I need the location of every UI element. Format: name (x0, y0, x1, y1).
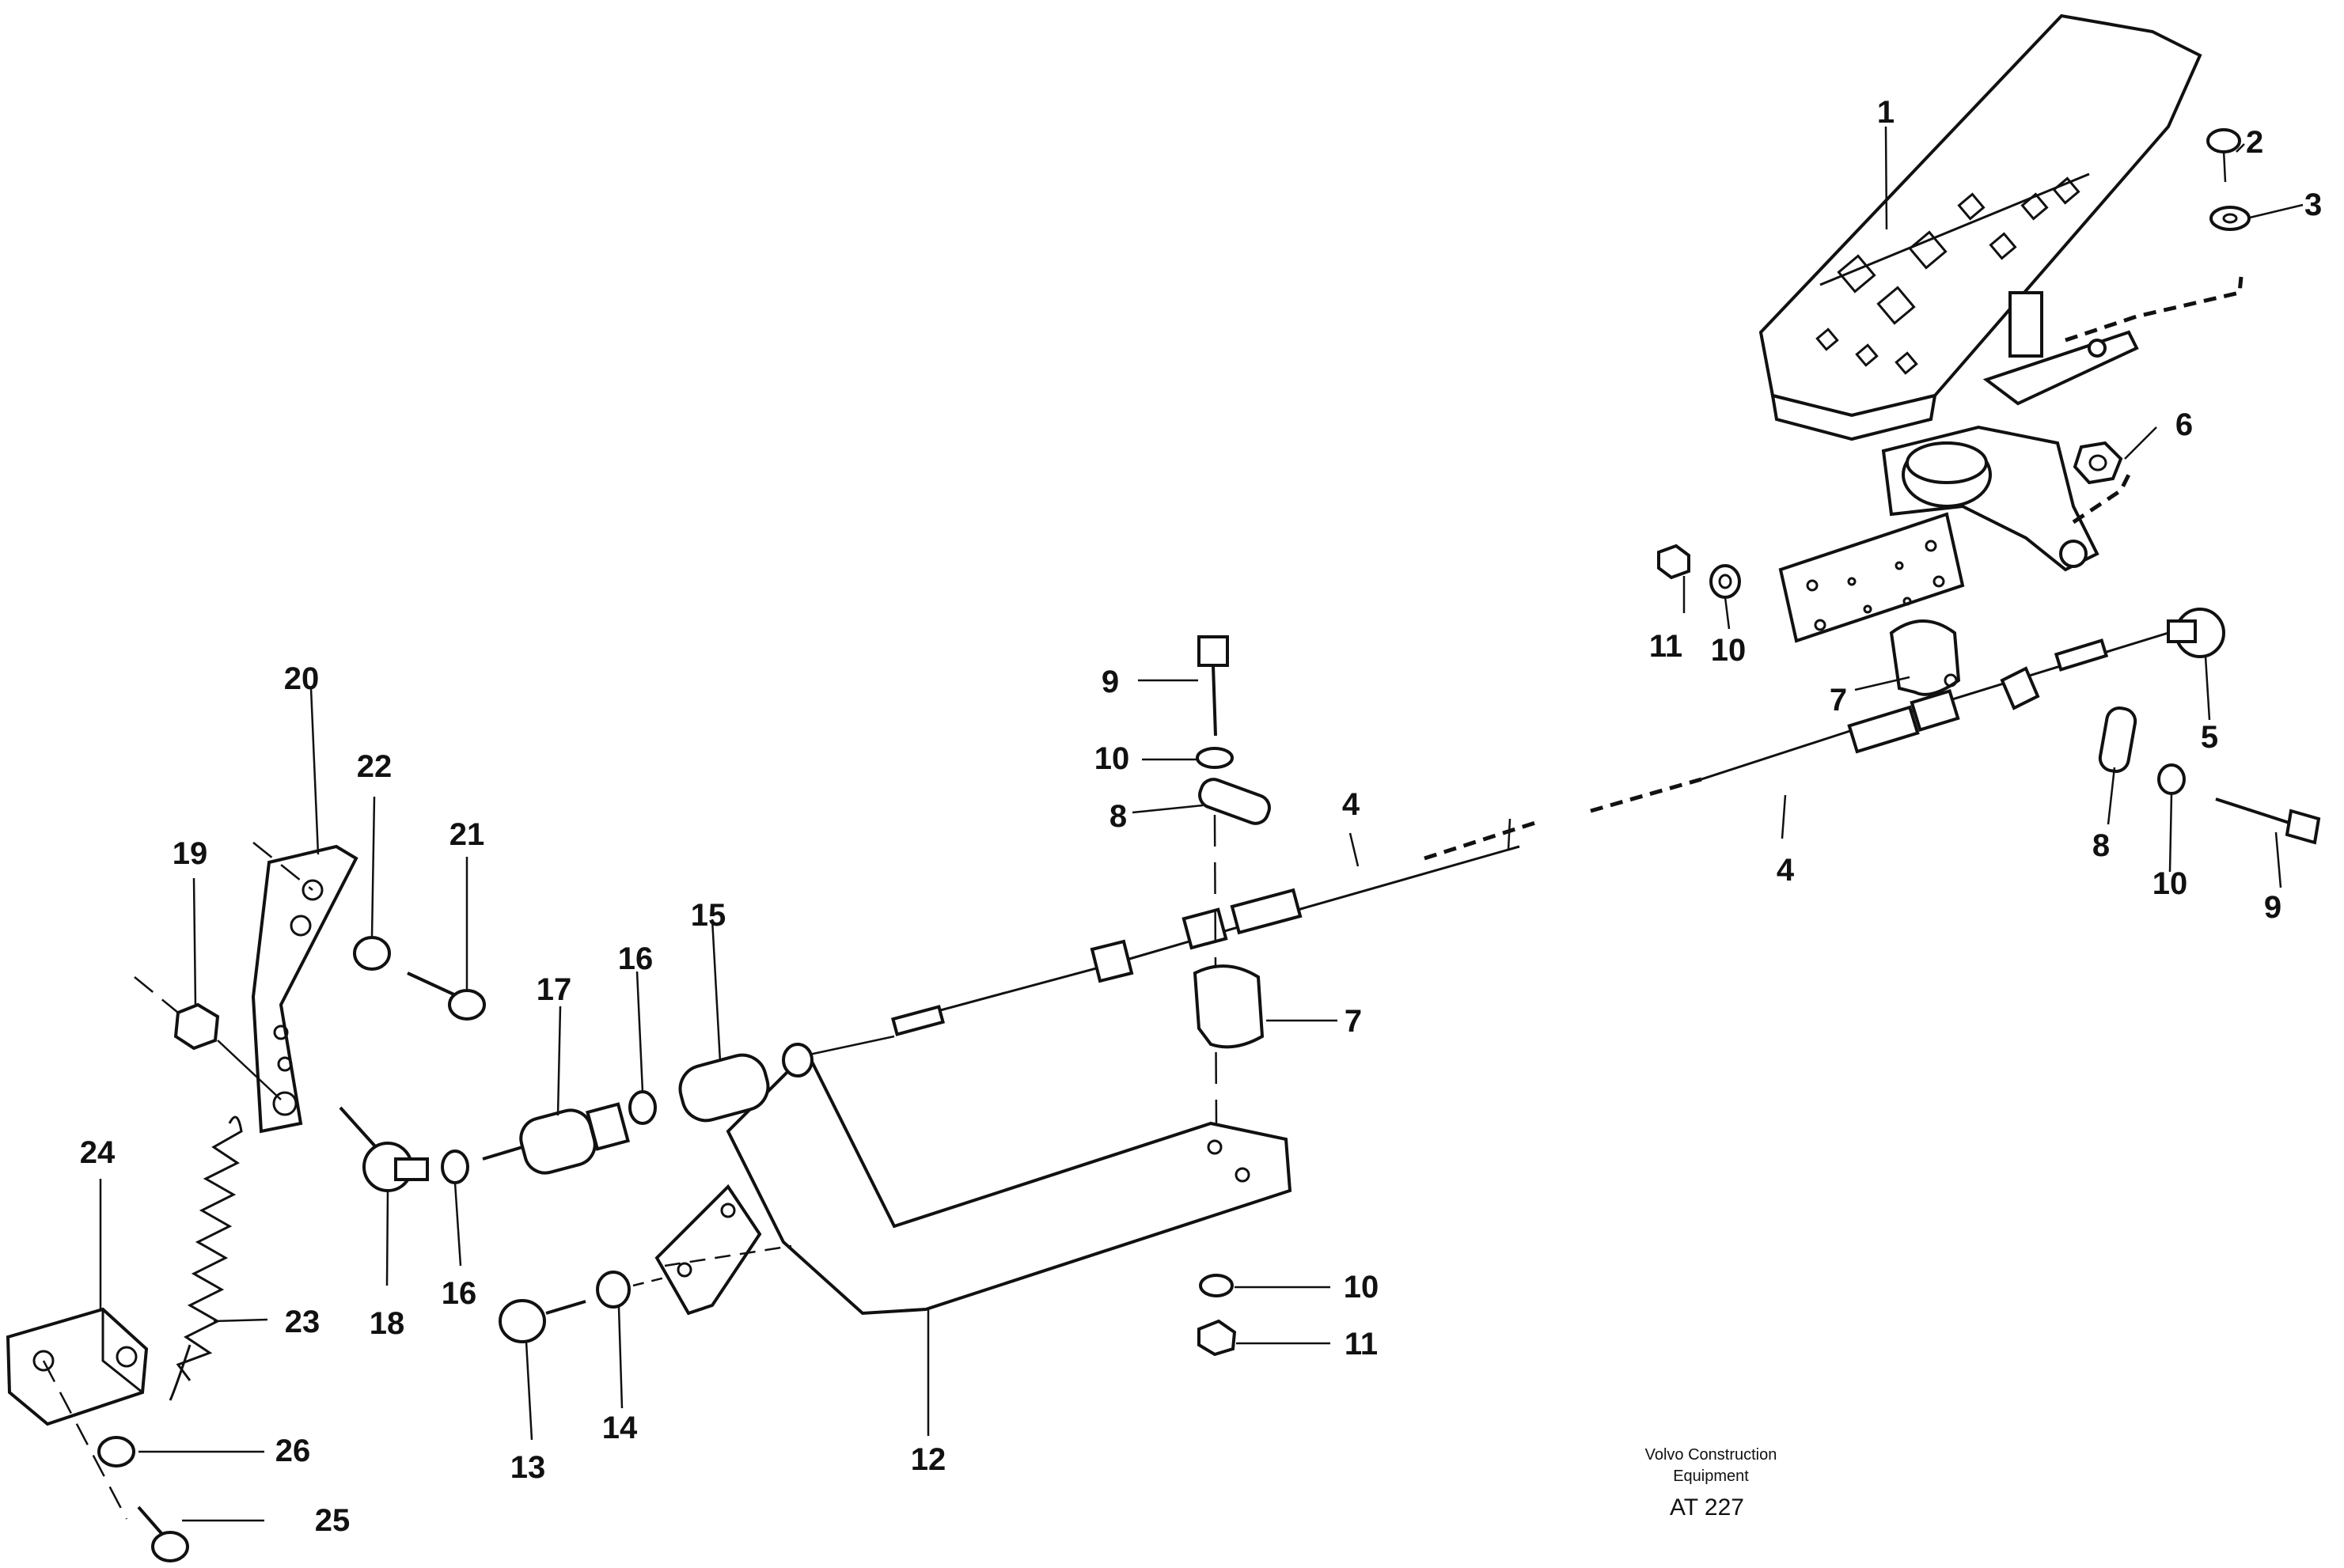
left-assembly (6, 842, 814, 1562)
callout-7-right: 7 (1830, 683, 1847, 718)
callout-25: 25 (315, 1503, 351, 1538)
callout-5: 5 (2201, 720, 2218, 755)
callout-7-centre: 7 (1345, 1004, 1362, 1039)
callout-9-right: 9 (2264, 890, 2281, 925)
publisher-caption: Volvo Construction Equipment AT 227 (1645, 1446, 1777, 1521)
callout-6: 6 (2175, 407, 2193, 442)
callout-labels: 1 2 3 4 4 5 6 7 7 8 8 9 9 10 10 10 10 11… (80, 95, 2323, 1538)
callout-16-top: 16 (618, 941, 654, 976)
callout-17: 17 (537, 972, 572, 1007)
bracket-12 (654, 1049, 1292, 1316)
callout-10-top: 10 (1711, 633, 1747, 668)
callout-1: 1 (1877, 95, 1895, 130)
leader-lines (99, 126, 2304, 1522)
callout-4-centre: 4 (1342, 787, 1360, 822)
hardware-top-right (1657, 128, 2321, 845)
callout-4-right: 4 (1777, 853, 1795, 888)
caption-code: AT 227 (1670, 1494, 1744, 1521)
callout-10-right: 10 (2152, 866, 2188, 901)
callout-20: 20 (284, 661, 320, 696)
callout-8-right: 8 (2092, 828, 2110, 863)
callout-15: 15 (691, 898, 726, 933)
caption-line-2: Equipment (1673, 1468, 1749, 1485)
callout-22: 22 (357, 749, 393, 784)
callout-19: 19 (173, 836, 208, 871)
throttle-cable (783, 631, 2169, 1062)
callout-8-centre: 8 (1109, 799, 1127, 834)
callout-3: 3 (2304, 187, 2322, 222)
pedal-assembly (1758, 13, 2243, 643)
callout-26: 26 (275, 1434, 311, 1468)
callout-10-bottom: 10 (1344, 1270, 1379, 1305)
callout-23: 23 (285, 1305, 320, 1339)
callout-21: 21 (449, 817, 485, 852)
callout-24: 24 (80, 1135, 116, 1170)
callout-12: 12 (911, 1442, 946, 1477)
callout-14: 14 (602, 1411, 638, 1445)
callout-16-bottom: 16 (442, 1276, 477, 1311)
callout-9-centre: 9 (1102, 665, 1119, 699)
callout-11-top: 11 (1649, 629, 1682, 664)
callout-13: 13 (510, 1450, 546, 1485)
callout-2: 2 (2246, 125, 2263, 160)
callout-18: 18 (370, 1306, 405, 1341)
callout-11-bottom: 11 (1345, 1327, 1378, 1362)
callout-10-centre: 10 (1094, 741, 1130, 776)
caption-line-1: Volvo Construction (1645, 1446, 1777, 1464)
hardware-centre (1193, 635, 1271, 1357)
